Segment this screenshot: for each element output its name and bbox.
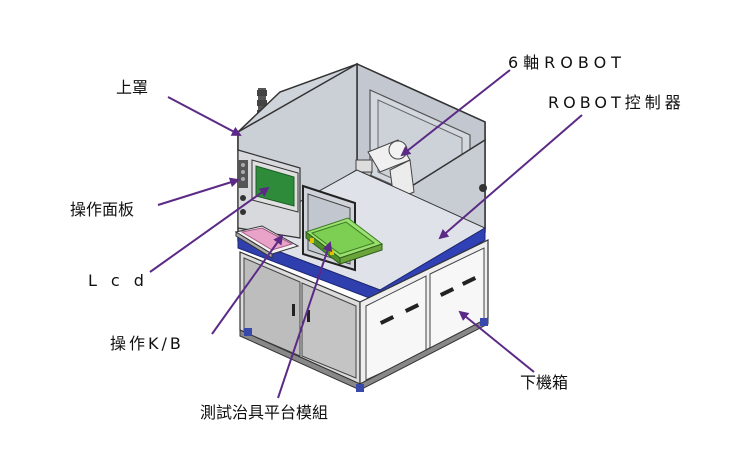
leader-operation-panel xyxy=(157,177,240,206)
leader-robot-controller xyxy=(438,114,583,240)
label-operation-panel: 操作面板 xyxy=(70,200,134,219)
callout-labels: 上罩 6軸ROBOT ROBOT控制器 操作面板 Lcd 操作K/B 測試治具平… xyxy=(70,53,685,422)
label-keyboard: 操作K/B xyxy=(110,334,184,353)
leader-six-axis-robot xyxy=(400,69,511,157)
lower-cabinet xyxy=(239,239,489,392)
label-test-fixture-module: 測試治具平台模組 xyxy=(200,403,328,422)
test-fixture-area xyxy=(302,184,384,272)
label-lower-cabinet: 下機箱 xyxy=(520,373,568,392)
label-lcd: Lcd xyxy=(88,271,158,290)
leader-top-cover xyxy=(167,96,242,136)
leader-lcd xyxy=(149,186,270,273)
label-top-cover: 上罩 xyxy=(116,78,148,97)
leader-keyboard xyxy=(211,234,284,335)
leader-lower-cabinet xyxy=(458,310,535,373)
label-robot-controller: ROBOT控制器 xyxy=(548,93,685,112)
label-six-axis-robot: 6軸ROBOT xyxy=(508,53,626,72)
leader-test-fixture xyxy=(277,241,333,399)
leader-lines xyxy=(149,69,583,399)
